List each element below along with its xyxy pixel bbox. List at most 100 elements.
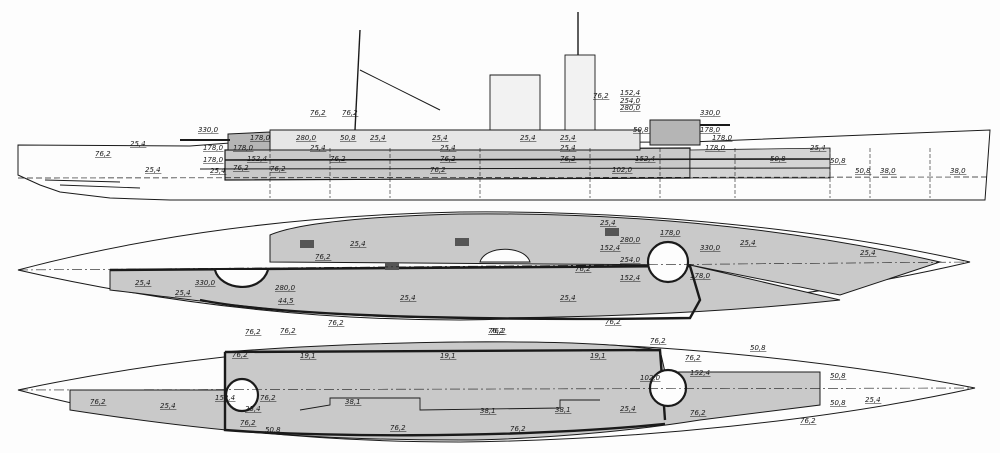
profile-armor-thickness-label: 178,0 [233,144,254,152]
lower-deck-armor-thickness-label: 76,2 [800,417,816,425]
gun-mount-3 [605,228,619,236]
profile-armor-thickness-label: 25,4 [520,134,536,142]
profile-armor-thickness-label: 178,0 [250,134,271,142]
lower-deck-armor-thickness-label: 152,4 [690,369,710,377]
lower-deck-armor-thickness-label: 76,2 [232,351,248,359]
lower-deck-armor-thickness-label: 76,2 [90,398,106,406]
lower-deck-armor-thickness-label: 76,2 [650,337,666,345]
profile-armor-thickness-label: 254,0 [620,97,641,105]
profile-armor-thickness-label: 25,4 [210,167,226,175]
upper-deck-armor-thickness-label: 76,2 [605,318,621,326]
gun-mount-1 [300,240,314,248]
lower-deck-armor [69,341,821,441]
profile-armor-thickness-label: 76,2 [560,155,576,163]
lower-deck-armor-thickness-label: 76,2 [490,327,506,335]
upper-deck-armor-thickness-label: 25,4 [860,249,876,257]
profile-armor-thickness-label: 76,2 [593,92,609,100]
upper-deck-armor-thickness-label: 280,0 [275,284,296,292]
belt-bottom-line [199,167,831,170]
profile-armor-thickness-label: 280,0 [620,104,641,112]
profile-armor-thickness-label: 178,0 [203,156,224,164]
upper-deck-armor-thickness-label: 76,2 [575,265,591,273]
upper-deck-armor-thickness-label: 330,0 [700,244,721,252]
profile-armor-thickness-label: 330,0 [198,126,219,134]
side-profile: 330,0 178,0 280,0 76,2 76,2 50,8 25,4 25,4 25,4 2… [17,12,991,201]
lower-deck-armor-thickness-label: 38,1 [480,407,496,415]
profile-armor-thickness-label: 25,4 [440,144,456,152]
waterline [17,176,991,179]
inner-bulkhead-step [299,397,600,411]
upper-deck-plan: 25,425,476,2152,4280,0178,0330,025,425,4… [17,211,971,335]
profile-armor-thickness-label: 25,4 [432,134,448,142]
lower-deck-armor-thickness-label: 152,4 [215,394,235,402]
profile-armor-thickness-label: 50,8 [830,157,846,165]
upper-deck-armor-thickness-label: 25,4 [560,294,576,302]
profile-armor-thickness-label: 38,0 [950,167,966,175]
lower-deck-armor-thickness-label: 76,2 [690,409,706,417]
lower-deck-armor-thickness-label: 50,8 [830,372,846,380]
profile-armor-thickness-label: 76,2 [440,155,456,163]
lower-deck-armor-thickness-label: 50,8 [265,426,281,434]
profile-armor-thickness-label: 76,2 [233,164,249,172]
upper-deck-armor-thickness-label: 25,4 [600,219,616,227]
upper-deck-armor-thickness-label: 25,4 [400,294,416,302]
profile-armor-thickness-label: 152,4 [247,155,267,163]
lower-deck-armor-thickness-label: 76,2 [280,327,296,335]
lower-deck-armor-thickness-label: 102,0 [640,374,661,382]
lower-deck-armor-thickness-label: 25,4 [865,396,881,404]
upper-deck-armor-thickness-label: 76,2 [328,319,344,327]
lower-deck-armor-thickness-label: 50,8 [750,344,766,352]
profile-armor-thickness-label: 50,8 [770,155,786,163]
gun-mount-2 [455,238,469,246]
upper-deck-armor-thickness-label: 280,0 [620,236,641,244]
lower-deck-armor-thickness-label: 76,2 [240,419,256,427]
lower-deck-armor-thickness-label: 76,2 [260,394,276,402]
profile-armor-thickness-label: 25,4 [130,140,146,148]
aft-barbette [646,240,690,284]
funnel-plan [479,248,531,263]
profile-armor-thickness-label: 25,4 [560,134,576,142]
lower-deck-armor-thickness-label: 25,4 [245,405,261,413]
profile-armor-thickness-label: 152,4 [635,155,655,163]
profile-armor-thickness-label: 76,2 [270,165,286,173]
profile-armor-thickness-label: 76,2 [95,150,111,158]
lower-deck-armor-thickness-label: 38,1 [345,398,361,406]
profile-armor-thickness-label: 76,2 [342,109,358,117]
gun-mount-4 [385,262,399,270]
upper-deck-armor-thickness-label: 76,2 [488,327,504,335]
aft-turret-profile [649,119,701,146]
fore-mast [354,29,361,131]
profile-armor-thickness-label: 76,2 [310,109,326,117]
lower-deck-armor-thickness-label: 19,1 [440,352,456,360]
funnel-block [489,74,541,131]
belt-top-line [224,158,831,161]
profile-armor-thickness-label: 76,2 [330,155,346,163]
lower-deck-armor-thickness-label: 76,2 [245,328,261,336]
profile-armor-thickness-label: 178,0 [712,134,733,142]
profile-armor-thickness-label: 50,8 [633,126,649,134]
profile-armor-thickness-label: 152,4 [620,89,640,97]
profile-armor-thickness-label: 25,4 [145,166,161,174]
fore-barbette-lower [224,377,260,413]
profile-armor-thickness-label: 330,0 [700,109,721,117]
lower-deck-armor-thickness-label: 50,8 [830,399,846,407]
profile-armor-thickness-label: 102,0 [612,166,633,174]
upper-deck-armor-thickness-label: 178,0 [690,272,711,280]
belt-armor-region [224,147,691,181]
upper-deck-armor-thickness-label: 178,0 [660,229,681,237]
upper-deck-armor-thickness-label: 76,2 [315,253,331,261]
profile-armor-thickness-label: 25,4 [810,144,826,152]
profile-armor-thickness-label: 178,0 [705,144,726,152]
lower-deck-armor-thickness-label: 76,2 [390,424,406,432]
propeller-shafts [44,179,141,189]
bridge-tower [564,54,596,131]
upper-deck-armor-thickness-label: 25,4 [350,240,366,248]
upper-deck-armor-thickness-label: 152,4 [620,274,640,282]
upper-deck-armor-thickness-label: 152,4 [600,244,620,252]
lower-centerline [17,387,976,391]
lower-deck-armor-thickness-label: 25,4 [160,402,176,410]
upper-deck-armor-thickness-label: 44,5 [278,297,294,305]
